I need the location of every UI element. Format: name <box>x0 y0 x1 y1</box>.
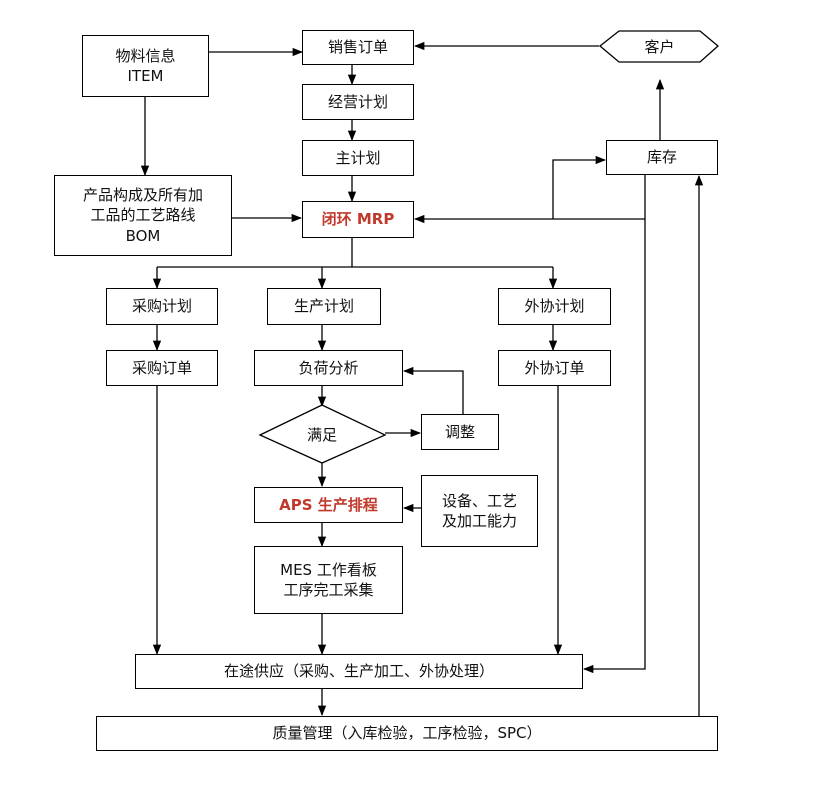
inventory-box: 库存 <box>606 140 718 175</box>
master-plan-label: 主计划 <box>335 148 381 167</box>
item-label: 物料信息 ITEM <box>115 46 176 85</box>
purchase-order-box: 采购订单 <box>106 350 218 386</box>
adjust-box: 调整 <box>421 414 499 450</box>
master-plan-box: 主计划 <box>302 140 414 176</box>
in-transit-box: 在途供应（采购、生产加工、外协处理） <box>135 654 583 689</box>
mes-box: MES 工作看板 工序完工采集 <box>254 546 403 614</box>
bom-label: 产品构成及所有加 工品的工艺路线 BOM <box>82 186 203 245</box>
arrow-mrp-to-inventory <box>552 155 607 219</box>
customer-label: 客户 <box>644 38 675 56</box>
business-plan-label: 经营计划 <box>327 92 388 111</box>
in-transit-label: 在途供应（采购、生产加工、外协处理） <box>223 662 494 681</box>
purchase-plan-label: 采购计划 <box>131 297 192 316</box>
equipment-box: 设备、工艺 及加工能力 <box>421 475 538 547</box>
outsource-order-label: 外协订单 <box>524 358 585 377</box>
production-plan-label: 生产计划 <box>293 297 354 316</box>
load-analysis-label: 负荷分析 <box>298 358 359 377</box>
sales-order-box: 销售订单 <box>302 30 414 65</box>
closed-mrp-label: 闭环 MRP <box>321 210 395 229</box>
outsource-order-box: 外协订单 <box>498 350 611 386</box>
purchase-order-label: 采购订单 <box>131 358 192 377</box>
outsource-plan-box: 外协计划 <box>498 288 611 325</box>
aps-box: APS 生产排程 <box>254 487 403 523</box>
production-plan-box: 生产计划 <box>267 288 381 325</box>
quality-label: 质量管理（入库检验，工序检验，SPC） <box>272 724 542 743</box>
arrow-inventory-to-transit <box>582 175 646 674</box>
bom-box: 产品构成及所有加 工品的工艺路线 BOM <box>54 175 232 256</box>
purchase-plan-box: 采购计划 <box>106 288 218 325</box>
adjust-label: 调整 <box>444 422 475 441</box>
closed-mrp-box: 闭环 MRP <box>302 201 414 238</box>
arrow-adjust-to-load <box>402 366 464 414</box>
load-analysis-box: 负荷分析 <box>254 350 403 386</box>
item-box: 物料信息 ITEM <box>82 35 209 97</box>
aps-label: APS 生产排程 <box>279 495 378 514</box>
equipment-label: 设备、工艺 及加工能力 <box>441 491 517 530</box>
quality-box: 质量管理（入库检验，工序检验，SPC） <box>96 716 718 751</box>
business-plan-box: 经营计划 <box>302 84 414 120</box>
outsource-plan-label: 外协计划 <box>524 297 585 316</box>
customer-shape <box>598 30 719 63</box>
sales-order-label: 销售订单 <box>327 38 388 57</box>
mes-label: MES 工作看板 工序完工采集 <box>280 560 377 599</box>
inventory-label: 库存 <box>646 148 677 167</box>
satisfy-shape <box>258 404 387 464</box>
satisfy-label: 满足 <box>306 425 337 444</box>
